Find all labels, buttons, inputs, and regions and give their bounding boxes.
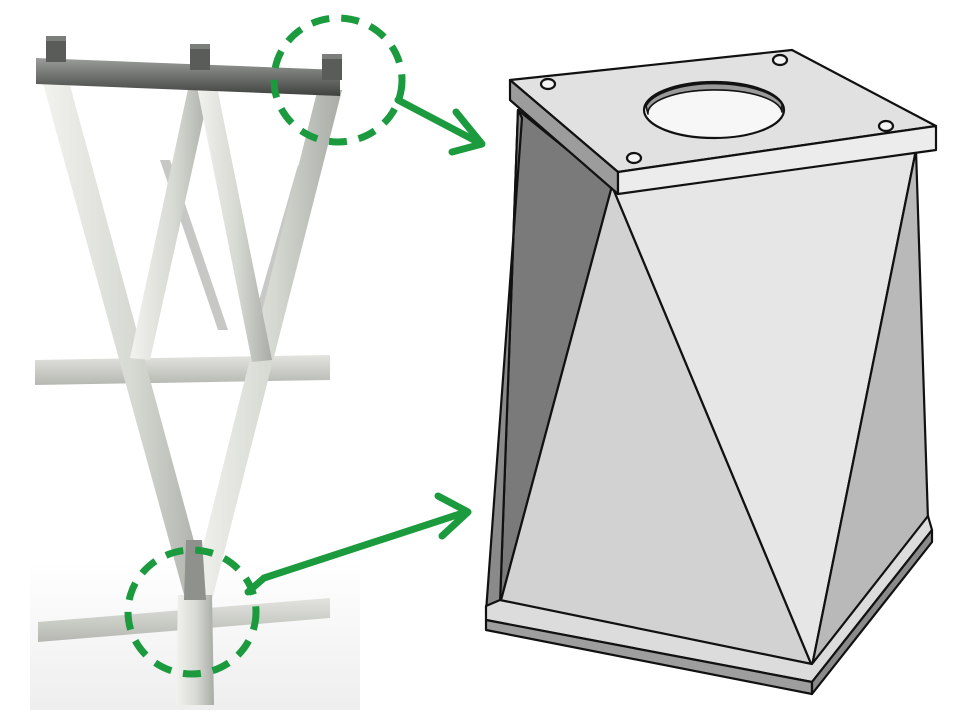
bolt-hole-back-right — [771, 53, 789, 67]
inner-diagonal-right — [196, 82, 272, 362]
mid-horizontal-member — [35, 355, 330, 385]
bolt-hole-front-right — [877, 119, 895, 133]
callout-bottom-joint — [124, 492, 472, 678]
base-node-shadow — [184, 540, 206, 600]
flange-hole-inner-wall — [645, 82, 783, 115]
arrow-bottom-head — [434, 492, 472, 540]
left-outer-leg — [42, 78, 210, 602]
arrow-top-shaft — [394, 96, 478, 144]
arrow-top-head — [448, 108, 486, 156]
flange-center-hole — [642, 80, 786, 140]
top-stub-left — [46, 36, 66, 62]
dashed-circle-top — [270, 14, 406, 146]
base-post — [176, 595, 214, 705]
top-stub-middle — [190, 44, 210, 70]
bolt-hole-back-left — [539, 77, 557, 91]
top-stub-right — [322, 54, 342, 80]
callout-top-joint — [270, 14, 486, 156]
truss-tower-render — [30, 36, 360, 710]
top-flange-front-edge — [616, 124, 938, 196]
bolt-hole-front-left — [625, 151, 643, 165]
inner-diagonal-left — [130, 80, 212, 360]
arrow-bottom-shaft — [244, 508, 470, 596]
transition-node-detail — [484, 48, 938, 696]
dashed-circle-bottom — [124, 546, 260, 678]
top-chord — [36, 58, 340, 96]
base-flange-side-edge — [810, 528, 934, 696]
